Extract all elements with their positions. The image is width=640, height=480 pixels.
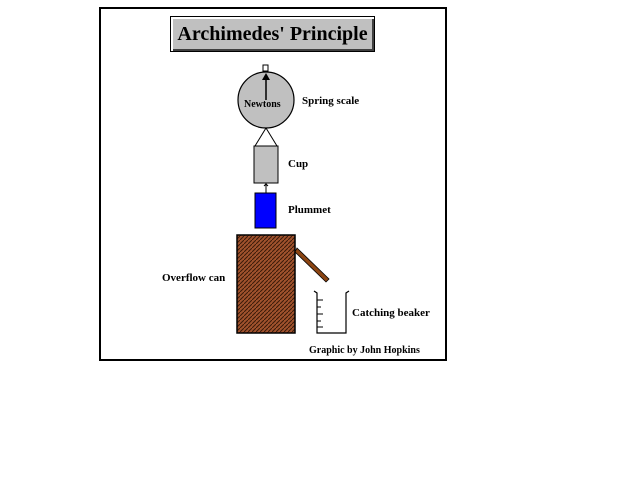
hook-tip [263, 183, 269, 187]
scale-hanger [254, 127, 278, 147]
credit-label: Graphic by John Hopkins [309, 345, 420, 356]
scale-hook-top [262, 64, 269, 72]
spring-scale-label: Spring scale [302, 95, 360, 107]
needle-arrow [262, 73, 270, 80]
scale-face-label: Newtons [244, 99, 281, 110]
catching-beaker [313, 290, 350, 334]
diagram-title: Archimedes' Principle [170, 16, 375, 52]
cup-label: Cup [288, 158, 309, 170]
overflow-can [236, 234, 296, 334]
cup [253, 145, 279, 184]
plummet-label: Plummet [288, 204, 331, 216]
overflow-can-label: Overflow can [162, 272, 226, 284]
plummet [254, 192, 277, 229]
catching-beaker-label: Catching beaker [352, 307, 430, 319]
overflow-spout [294, 247, 330, 283]
